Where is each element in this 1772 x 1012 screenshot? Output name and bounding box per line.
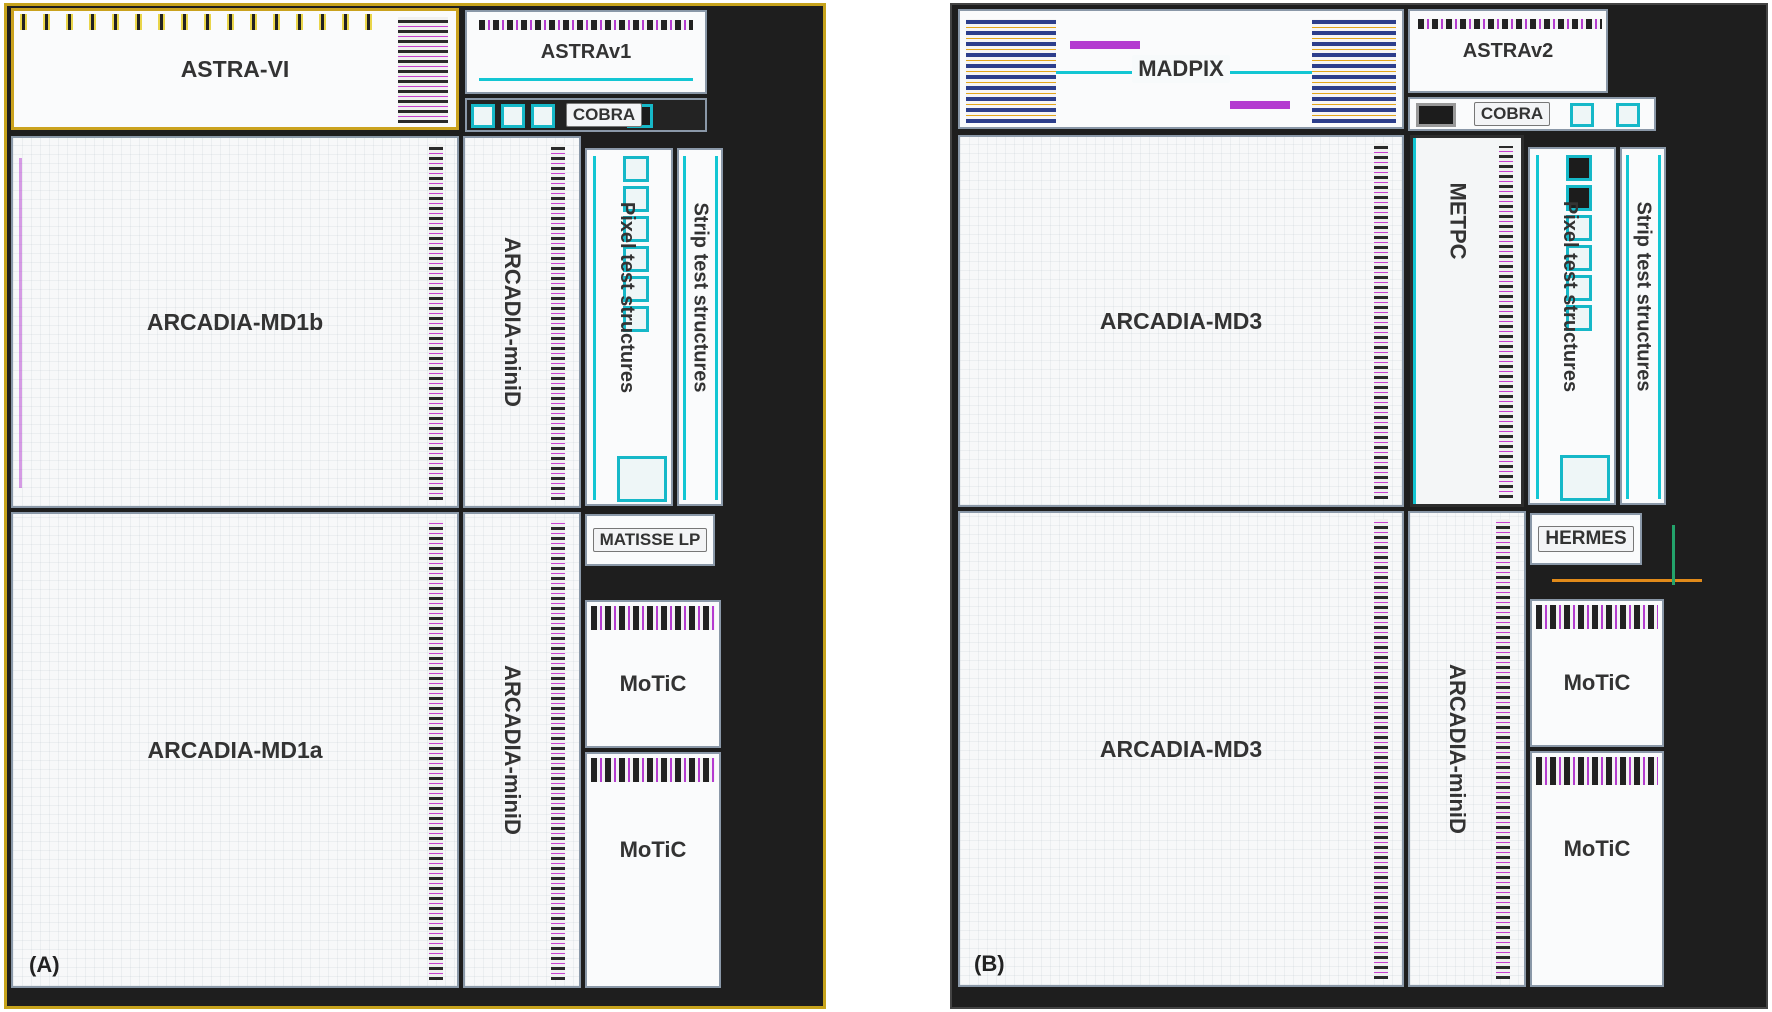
- label-hermes: HERMES: [1532, 515, 1640, 563]
- routing-mark: [1070, 41, 1140, 49]
- teal-bus: [593, 156, 596, 500]
- label-madpix-text: MADPIX: [1132, 55, 1230, 83]
- bias-band: [479, 20, 693, 30]
- test-pad: [623, 186, 649, 212]
- bias-band: [591, 758, 715, 782]
- test-pad: [623, 246, 649, 272]
- test-pad: [623, 216, 649, 242]
- label-arcadia-md1a: ARCADIA-MD1a: [147, 736, 323, 763]
- block-pixel-test-structures: Pixel test structures: [585, 148, 673, 506]
- test-pad: [1570, 103, 1594, 127]
- teal-bus: [1056, 71, 1312, 74]
- label-matisse-lp: MATISSE LP: [587, 516, 713, 564]
- block-astra-vi: ASTRA-VI: [11, 8, 459, 130]
- block-metpc: METPC: [1410, 135, 1524, 507]
- edge-marks: [19, 158, 22, 488]
- test-pad: [1566, 305, 1592, 331]
- readout-column: [551, 520, 565, 980]
- bias-band: [1418, 19, 1602, 29]
- readout-column: [551, 144, 565, 500]
- routing-mark: [1230, 101, 1290, 109]
- readout-column: [429, 520, 443, 980]
- madpix-matrix-right: [1312, 19, 1396, 123]
- test-pad: [623, 156, 649, 182]
- test-pad: [623, 306, 649, 332]
- label-strip-test-structures-b-text: Strip test structures: [1632, 200, 1655, 392]
- test-pad: [617, 456, 667, 502]
- label-arcadia-minid-top-text: ARCADIA-miniD: [500, 237, 526, 407]
- orange-routing: [1552, 579, 1702, 582]
- block-madpix: MADPIX: [958, 9, 1404, 129]
- label-arcadia-minid-b-text: ARCADIA-miniD: [1445, 664, 1471, 834]
- readout-column: [1499, 146, 1513, 498]
- block-arcadia-minid-top: ARCADIA-miniD: [463, 136, 581, 508]
- block-arcadia-md3-top: ARCADIA-MD3: [958, 135, 1404, 507]
- block-strip-test-structures-b: Strip test structures: [1620, 147, 1666, 505]
- block-arcadia-minid-b: ARCADIA-miniD: [1408, 511, 1526, 987]
- label-cobra-b-text: COBRA: [1473, 102, 1551, 126]
- block-arcadia-md1b: ARCADIA-MD1b: [11, 136, 459, 508]
- block-astrav2: ASTRAv2: [1408, 9, 1608, 93]
- die-layout-b: MADPIX ASTRAv2 COBRA ARCADIA-MD3 METPC P…: [950, 3, 1768, 1009]
- teal-bus: [715, 156, 718, 500]
- label-matisse-lp-text: MATISSE LP: [592, 528, 708, 552]
- teal-bus: [479, 78, 693, 81]
- block-matisse-lp: MATISSE LP: [585, 514, 715, 566]
- teal-bus: [1413, 138, 1416, 504]
- label-arcadia-md3-bottom: ARCADIA-MD3: [1099, 735, 1263, 762]
- die-layout-a: ASTRA-VI ASTRAv1 COBRA ARCADIA-MD1b ARCA…: [4, 3, 826, 1009]
- block-motic-b-2: MoTiC: [1530, 751, 1664, 987]
- test-pad: [1566, 245, 1592, 271]
- teal-bus: [1536, 155, 1539, 499]
- block-motic-2: MoTiC: [585, 752, 721, 988]
- block-motic-1: MoTiC: [585, 600, 721, 748]
- block-motic-b-1: MoTiC: [1530, 599, 1664, 747]
- panel-tag-a: (A): [29, 952, 60, 977]
- test-pad: [1566, 275, 1592, 301]
- block-arcadia-minid-bottom: ARCADIA-miniD: [463, 512, 581, 988]
- test-pad: [627, 104, 653, 128]
- label-arcadia-md1b: ARCADIA-MD1b: [146, 308, 324, 335]
- block-arcadia-md1a: ARCADIA-MD1a: [11, 512, 459, 988]
- green-routing: [1672, 525, 1675, 585]
- block-strip-test-structures: Strip test structures: [677, 148, 723, 506]
- test-pad: [1616, 103, 1640, 127]
- block-pixel-test-structures-b: Pixel test structures: [1528, 147, 1616, 505]
- panel-tag-b: (B): [974, 951, 1005, 976]
- test-pad: [623, 276, 649, 302]
- teal-bus: [1626, 155, 1629, 499]
- bias-band: [1536, 605, 1658, 629]
- test-pad: [1416, 103, 1456, 127]
- label-motic-b-1: MoTiC: [1563, 670, 1631, 695]
- label-motic-1: MoTiC: [619, 671, 687, 696]
- label-strip-test-structures-text: Strip test structures: [689, 201, 712, 393]
- test-pad: [1566, 185, 1592, 211]
- label-arcadia-minid-bottom-text: ARCADIA-miniD: [500, 665, 526, 835]
- test-pad: [1560, 455, 1610, 501]
- test-pad: [531, 104, 555, 128]
- block-arcadia-md3-bottom: ARCADIA-MD3: [958, 511, 1404, 987]
- madpix-matrix-left: [966, 19, 1056, 123]
- readout-column: [429, 144, 443, 500]
- bias-band: [591, 606, 715, 630]
- test-pad: [1566, 215, 1592, 241]
- block-cobra-b: COBRA: [1408, 97, 1656, 131]
- test-pad: [471, 104, 495, 128]
- readout-column: [1496, 519, 1510, 979]
- pad-row: [20, 14, 380, 30]
- label-arcadia-md3-top: ARCADIA-MD3: [1099, 307, 1263, 334]
- block-astrav1: ASTRAv1: [465, 10, 707, 94]
- label-metpc-text: METPC: [1445, 182, 1470, 260]
- bias-band: [1536, 757, 1658, 785]
- readout-column: [1374, 519, 1388, 979]
- teal-bus: [683, 156, 686, 500]
- test-pad: [501, 104, 525, 128]
- block-hermes: HERMES: [1530, 513, 1642, 565]
- test-pad: [1566, 155, 1592, 181]
- readout-column: [1374, 143, 1388, 499]
- label-hermes-text: HERMES: [1538, 526, 1634, 552]
- block-cobra: COBRA: [465, 98, 707, 132]
- teal-bus: [1658, 155, 1661, 499]
- readout-column: [398, 17, 448, 123]
